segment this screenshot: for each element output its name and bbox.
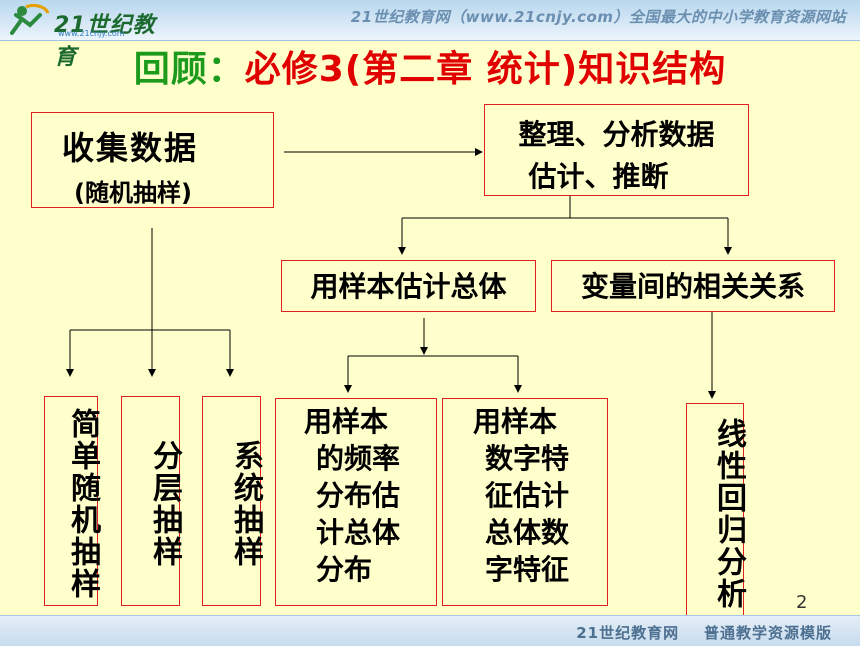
site-slogan: 21世纪教育网（www.21cnjy.com）全国最大的中小学教育资源网站 [350, 8, 846, 26]
analyze-data-label: 整理、分析数据 [518, 118, 715, 151]
title-lead: 回顾： [133, 49, 245, 90]
analyze-data-box: 整理、分析数据 估计、推断 [484, 104, 749, 196]
footer-bar: 21世纪教育网 普通教学资源模版 [0, 615, 860, 646]
freq-line-5: 分布 [316, 553, 373, 586]
feature-line-5: 字特征 [485, 553, 570, 586]
page-number: 2 [796, 592, 808, 613]
runner-logo-icon [10, 3, 50, 35]
systematic-sampling-label: 系统抽样 [228, 440, 263, 568]
feature-line-1: 用样本 [473, 405, 558, 438]
freq-line-2: 的频率 [316, 442, 401, 475]
footer-text: 21世纪教育网 普通教学资源模版 [576, 624, 832, 642]
logo-text: 21世纪教育 [54, 13, 156, 70]
sample-estimate-box: 用样本估计总体 [281, 260, 536, 312]
freq-line-1: 用样本 [304, 405, 389, 438]
collect-data-box: 收集数据 (随机抽样) [31, 112, 274, 208]
stratified-sampling-label: 分层抽样 [147, 440, 182, 568]
feature-line-3: 征估计 [485, 479, 570, 512]
numeric-feature-box: 用样本 数字特 征估计 总体数 字特征 [442, 398, 608, 606]
systematic-sampling-box: 系统抽样 [202, 396, 263, 606]
simple-random-sampling-box: 简单随机抽样 [44, 396, 100, 606]
title-main: 必修3(第二章 统计)知识结构 [244, 49, 727, 90]
linear-regression-box: 线性回归分析 [686, 403, 746, 619]
correlation-label: 变量间的相关关系 [580, 270, 805, 303]
sample-estimate-label: 用样本估计总体 [310, 270, 507, 303]
simple-random-sampling-label: 简单随机抽样 [65, 408, 100, 600]
freq-line-3: 分布估 [316, 479, 401, 512]
analyze-data-sublabel: 估计、推断 [528, 160, 669, 193]
feature-line-4: 总体数 [485, 516, 570, 549]
collect-data-label: 收集数据 [62, 129, 199, 167]
page-title: 回顾：必修3(第二章 统计)知识结构 [0, 40, 860, 92]
logo-subtext: www.21cnjy.com [58, 29, 125, 38]
collect-data-sublabel: (随机抽样) [74, 179, 192, 207]
feature-line-2: 数字特 [485, 442, 570, 475]
linear-regression-label: 线性回归分析 [711, 418, 746, 610]
logo: 21世纪教育 www.21cnjy.com [6, 3, 156, 70]
freq-line-4: 计总体 [316, 516, 401, 549]
frequency-estimate-box: 用样本 的频率 分布估 计总体 分布 [275, 398, 437, 606]
header-bar: 21世纪教育 www.21cnjy.com 21世纪教育网（www.21cnjy… [0, 0, 860, 70]
correlation-box: 变量间的相关关系 [551, 260, 835, 312]
stratified-sampling-box: 分层抽样 [121, 396, 182, 606]
